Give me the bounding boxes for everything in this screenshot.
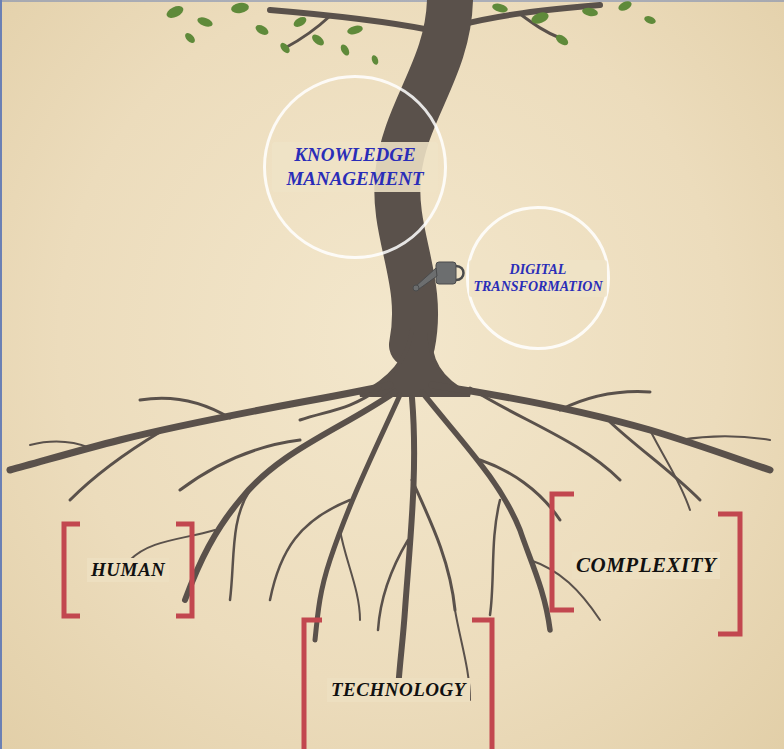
root-label: COMPLEXITY [572, 552, 720, 579]
frame-line [0, 0, 2, 749]
topic-text: KNOWLEDGE MANAGEMENT [272, 142, 438, 192]
root-label: TECHNOLOGY [327, 678, 470, 702]
topic-circle: KNOWLEDGE MANAGEMENT [263, 75, 447, 259]
roots [10, 385, 770, 700]
brackets [64, 494, 740, 749]
frame-line [0, 1, 784, 2]
root-label: HUMAN [87, 558, 169, 582]
watering-can [413, 262, 464, 291]
leaves [165, 0, 657, 66]
topic-text: DIGITAL TRANSFORMATION [469, 260, 607, 297]
topic-circle: DIGITAL TRANSFORMATION [466, 206, 610, 350]
trunk [360, 0, 470, 395]
